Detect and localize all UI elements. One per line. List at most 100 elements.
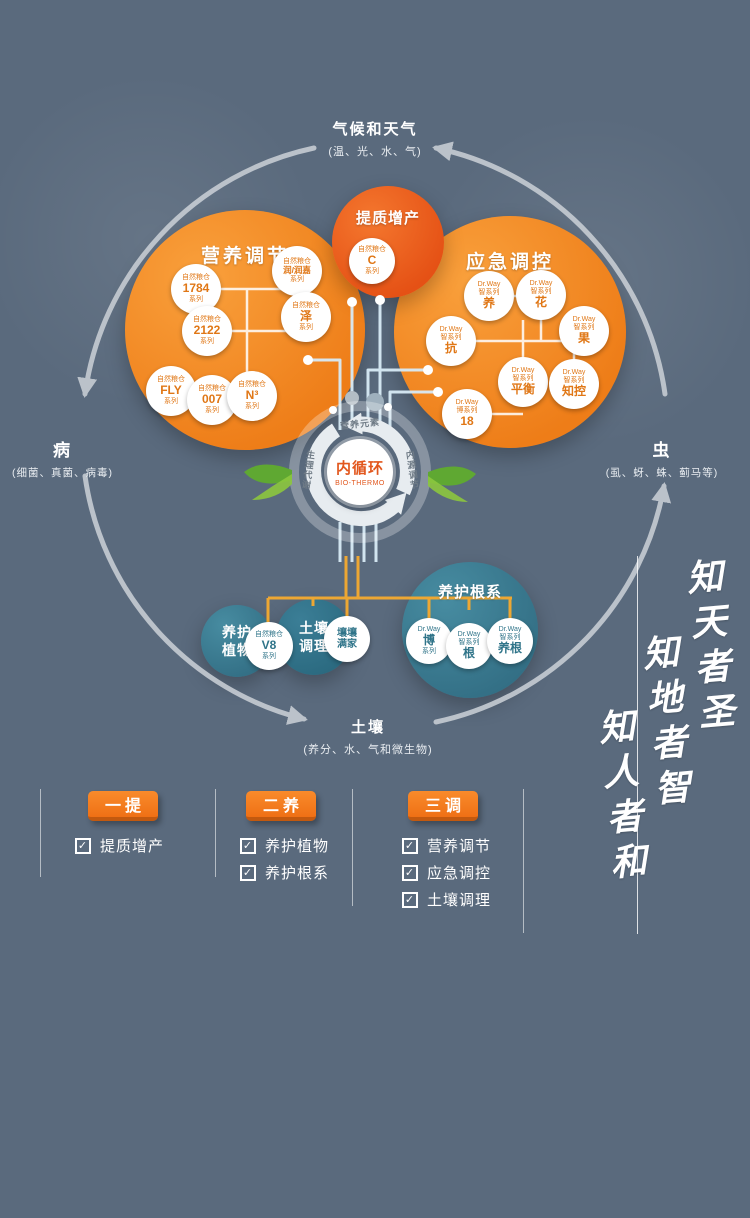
product-name: 1784	[182, 281, 210, 296]
cycle-node-subtitle: (温、光、水、气)	[328, 146, 422, 158]
product-suffix: 系列	[245, 402, 259, 410]
product-name: 知控	[561, 384, 586, 399]
product-name: 花	[534, 295, 547, 310]
product-circle-hua: Dr.Way 智系列 花	[516, 270, 566, 320]
inner-cycle-subtitle: BIO-THERMO	[335, 480, 385, 487]
inner-cycle-ring	[289, 401, 431, 543]
cycle-node-subtitle: (细菌、真菌、病毒)	[12, 467, 113, 479]
product-name: 果	[577, 331, 590, 346]
product-brand: Dr.Way	[417, 626, 441, 634]
product-circle-zhikong: Dr.Way 智系列 知控	[549, 359, 599, 409]
group-title-emergency: 应急调控	[465, 252, 554, 273]
product-circle-yanggen: Dr.Way 智系列 养根	[487, 618, 533, 664]
product-brand: 自然粮仓	[157, 376, 185, 384]
product-name: 根	[462, 646, 475, 661]
product-brand: 自然粮仓	[193, 316, 221, 324]
product-series: 智系列	[573, 324, 595, 332]
checkbox-icon[interactable]	[402, 837, 418, 854]
product-circle-v8: 自然粮仓 V8 系列	[245, 622, 293, 670]
bubble-quality-yield	[332, 186, 444, 298]
checkbox-icon[interactable]	[240, 864, 256, 881]
leaf-icon	[244, 464, 476, 502]
legend-item-label: 养护植物	[265, 838, 330, 855]
product-brand: 自然粮仓	[358, 246, 386, 254]
checkbox-icon[interactable]	[402, 891, 418, 908]
product-circle-c: 自然粮仓 C 系列	[349, 238, 395, 284]
product-suffix: 系列	[200, 337, 214, 345]
cycle-node-title: 气候和天气	[332, 121, 418, 138]
legend-badge-santiao[interactable]: 三调	[408, 791, 478, 821]
product-name: 平衡	[510, 382, 535, 397]
product-circle-2122: 自然粮仓 2122 系列	[182, 306, 232, 356]
cycle-node-soil: 土壤 (养分、水、气和微生物)	[268, 716, 468, 757]
product-brand: 自然粮仓	[182, 274, 210, 282]
product-brand: Dr.Way	[562, 369, 586, 377]
legend-item-label: 土壤调理	[427, 892, 492, 909]
checkbox-icon[interactable]	[240, 837, 256, 854]
product-name: V8	[261, 638, 277, 653]
product-circle-pingheng: Dr.Way 智系列 平衡	[498, 357, 548, 407]
product-circle-kang: Dr.Way 智系列 抗	[426, 316, 476, 366]
product-brand: 自然粮仓	[292, 302, 320, 310]
legend-item-row: 提质增产	[75, 835, 164, 856]
product-name: 养根	[497, 641, 522, 656]
product-suffix: 系列	[205, 406, 219, 414]
product-suffix: 系列	[189, 295, 203, 303]
gray-node	[345, 391, 359, 405]
product-name: 养	[482, 296, 495, 311]
product-series: 智系列	[530, 288, 552, 296]
product-name: 泽	[299, 309, 312, 324]
group-title-root-care: 养护根系	[437, 584, 502, 601]
product-brand: Dr.Way	[572, 316, 596, 324]
product-series: 智系列	[440, 334, 462, 342]
checkbox-icon[interactable]	[75, 837, 91, 854]
cycle-node-title: 虫	[652, 441, 672, 460]
product-series: 博系列	[456, 407, 478, 415]
product-name: 18	[460, 414, 474, 429]
product-brand: Dr.Way	[439, 326, 463, 334]
product-brand: 自然粮仓	[283, 258, 311, 266]
cycle-node-disease: 病 (细菌、真菌、病毒)	[0, 436, 125, 480]
cycle-node-title: 病	[53, 441, 72, 460]
checkbox-icon[interactable]	[402, 864, 418, 881]
product-series: 智系列	[499, 634, 521, 642]
product-name: 007	[201, 392, 223, 407]
product-suffix: 系列	[299, 323, 313, 331]
circuit-node-dots	[303, 295, 443, 414]
product-suffix: 系列	[290, 275, 304, 283]
product-name: 2122	[193, 323, 221, 338]
product-brand: Dr.Way	[498, 626, 522, 634]
product-name: 润/润嘉	[283, 265, 311, 276]
group-title-nutrition: 营养调节	[200, 246, 289, 267]
inner-cycle-core: 内循环 BIO-THERMO	[327, 439, 393, 505]
cycle-node-subtitle: (养分、水、气和微生物)	[303, 744, 433, 756]
bubble-title: 土壤调理	[299, 619, 329, 654]
product-brand: 自然粮仓	[255, 631, 283, 639]
product-brand: 自然粮仓	[198, 385, 226, 393]
cycle-node-insect: 虫 (虱、蚜、蛛、蓟马等)	[592, 436, 732, 480]
legend-badge-eryang[interactable]: 二养	[246, 791, 316, 821]
product-circle-n3: 自然粮仓 N³ 系列	[227, 371, 277, 421]
product-series: 智系列	[458, 639, 480, 647]
circuit-lines	[308, 300, 438, 562]
legend-badge-yiti[interactable]: 一提	[88, 791, 158, 821]
product-circle-18: Dr.Way 博系列 18	[442, 389, 492, 439]
product-circle-bo: Dr.Way 博 系列	[406, 618, 452, 664]
product-name: 抗	[444, 341, 457, 356]
product-brand: Dr.Way	[529, 280, 553, 288]
product-suffix: 系列	[365, 267, 379, 275]
product-brand: Dr.Way	[477, 281, 501, 289]
product-suffix: 系列	[164, 397, 178, 405]
product-circle-rangrangmanjia: 壤壤 满家	[324, 616, 370, 662]
product-series: 智系列	[512, 375, 534, 383]
product-suffix: 系列	[262, 652, 276, 660]
cycle-node-climate: 气候和天气 (温、光、水、气)	[275, 118, 475, 159]
legend-divider	[352, 789, 353, 906]
legend-item-label: 养护根系	[265, 865, 330, 882]
product-name: 壤壤	[337, 627, 357, 639]
cycle-node-subtitle: (虱、蚜、蛛、蓟马等)	[605, 467, 719, 479]
product-brand: Dr.Way	[457, 631, 481, 639]
legend-item-row: 养护根系	[240, 862, 329, 883]
group-title-quality-yield: 提质增产	[355, 210, 420, 227]
legend-divider	[523, 789, 524, 933]
